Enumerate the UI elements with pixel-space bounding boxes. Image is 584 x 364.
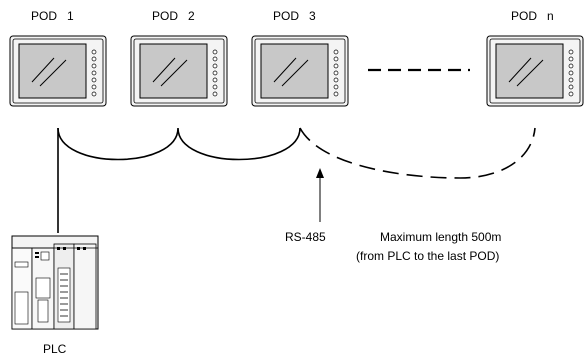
rs485-arrow-icon [316,168,324,222]
rs485-bus-cable-extension [299,127,536,179]
max-length-detail-label: (from PLC to the last POD) [356,249,499,263]
pod-n-label: POD n [511,9,554,23]
plc-rack-icon [11,235,99,330]
rs485-label: RS-485 [285,230,326,244]
pod-1-label: POD 1 [31,9,74,23]
max-length-label: Maximum length 500m [380,230,501,244]
pod-2-monitor-icon [130,35,228,107]
pod-1-monitor-icon [9,35,107,107]
pod-3-monitor-icon [251,35,349,107]
rs485-bus-cable [57,127,301,161]
plc-label: PLC [43,342,67,356]
pod-2-label: POD 2 [152,9,195,23]
pod-3-label: POD 3 [273,9,316,23]
pod-n-monitor-icon [486,35,584,107]
